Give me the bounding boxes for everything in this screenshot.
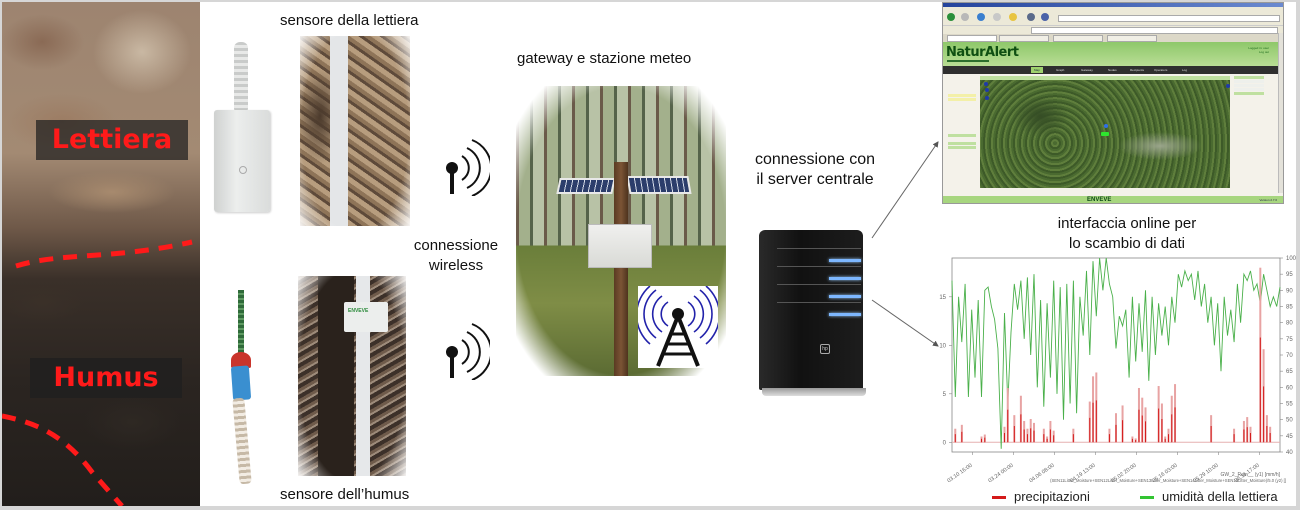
litter-sensor-caption: sensore della lettiera bbox=[280, 12, 419, 29]
enclosure-brand-label: ENVEVE bbox=[348, 308, 369, 314]
humus-probe-body bbox=[230, 365, 252, 401]
x-tick-label: 03.10 16:00 bbox=[946, 463, 973, 485]
litter-humus-boundary-line bbox=[15, 239, 193, 269]
online-interface-label: interfaccia online per lo scambio di dat… bbox=[1057, 215, 1197, 252]
litter-sensor-enclosure bbox=[214, 110, 270, 212]
y-right-tick-label: 65 bbox=[1286, 369, 1293, 375]
server-connection-label: connessione con il server centrale bbox=[754, 151, 876, 188]
humus-probe-tip bbox=[238, 290, 244, 356]
login-status: Logged in: user Log out bbox=[1248, 46, 1269, 54]
y-right-tick-label: 85 bbox=[1286, 305, 1293, 311]
map-marker-icon[interactable] bbox=[1104, 124, 1108, 128]
gateway-post bbox=[614, 162, 628, 376]
browser-toolbar bbox=[943, 11, 1283, 26]
map-marker-icon[interactable] bbox=[1226, 84, 1230, 88]
legend-label-moisture: umidità della lettiera bbox=[1162, 489, 1278, 504]
moisture-series-line bbox=[951, 257, 1281, 449]
app-footer: ENVEVE Version 2.7.0 bbox=[943, 196, 1283, 203]
humus-soil-boundary-line bbox=[2, 413, 124, 506]
y-right-tick-label: 95 bbox=[1286, 272, 1293, 278]
nav-map[interactable]: Map bbox=[1031, 67, 1043, 73]
radio-tower-icon bbox=[638, 286, 718, 368]
x-tick-label: 03.24 00:00 bbox=[987, 463, 1014, 485]
solar-panel-left bbox=[556, 178, 616, 194]
y-left-tick-label: 5 bbox=[943, 392, 947, 398]
y-right-tick-label: 80 bbox=[1286, 321, 1293, 327]
litter-layer-label: Lettiera bbox=[36, 120, 188, 160]
legend-swatch-rain bbox=[992, 496, 1006, 500]
y-right-tick-label: 55 bbox=[1286, 402, 1293, 408]
app-header: NaturAlert Logged in: user Log out bbox=[943, 42, 1283, 66]
y-left-tick-label: 0 bbox=[943, 440, 947, 446]
footer-logo: ENVEVE bbox=[1087, 197, 1112, 203]
map-marker-icon[interactable] bbox=[985, 88, 989, 92]
litter-sensor-photo bbox=[300, 36, 410, 226]
litter-sensor-conduit bbox=[234, 42, 248, 114]
nav-recipients[interactable]: Recipients bbox=[1130, 68, 1145, 72]
y-left-tick-label: 15 bbox=[939, 295, 946, 301]
wireless-antenna-icon bbox=[446, 323, 490, 380]
y-right-tick-label: 90 bbox=[1286, 288, 1293, 294]
soil-profile-photo: Lettiera Humus bbox=[2, 2, 200, 506]
y-right-tick-label: 60 bbox=[1286, 385, 1293, 391]
humus-sensor-enclosure: ENVEVE bbox=[344, 302, 388, 332]
version-label: Version 2.7.0 bbox=[1259, 198, 1277, 202]
legend-item-rain: precipitazioni bbox=[992, 489, 1090, 504]
wireless-connection-label: connessione wireless bbox=[413, 237, 499, 274]
nav-graph[interactable]: Graph bbox=[1056, 68, 1065, 72]
legend-label-rain: precipitazioni bbox=[1014, 489, 1090, 504]
nav-nodes[interactable]: Nodes bbox=[1108, 68, 1117, 72]
app-brand-logo: NaturAlert bbox=[946, 45, 1019, 60]
nav-operators[interactable]: Operators bbox=[1154, 68, 1168, 72]
browser-titlebar bbox=[943, 3, 1283, 7]
y-right-tick-label: 45 bbox=[1286, 434, 1293, 440]
y-left-tick-label: 10 bbox=[939, 343, 946, 349]
wireless-antenna-icon bbox=[446, 139, 490, 196]
arrow-icon bbox=[871, 141, 939, 239]
central-server-icon: hp bbox=[759, 230, 863, 390]
humus-probe-collar bbox=[231, 352, 251, 368]
browser-address-bar bbox=[943, 26, 1283, 34]
nav-gateway[interactable]: Gateway bbox=[1081, 68, 1093, 72]
y-right-tick-label: 40 bbox=[1286, 450, 1293, 456]
humus-layer-label: Humus bbox=[30, 358, 182, 398]
browser-tabs bbox=[943, 34, 1283, 42]
status-sidebar bbox=[948, 78, 976, 178]
gateway-caption: gateway e stazione meteo bbox=[517, 50, 692, 67]
map-marker-icon[interactable] bbox=[1101, 132, 1109, 136]
app-body bbox=[943, 74, 1283, 196]
web-interface-screenshot: NaturAlert Logged in: user Log out Map G… bbox=[942, 2, 1284, 204]
y-right-tick-label: 50 bbox=[1286, 418, 1293, 424]
solar-panel-right bbox=[626, 176, 692, 194]
legend-swatch-moisture bbox=[1140, 496, 1154, 500]
server-base bbox=[762, 388, 866, 396]
y-right-tick-label: 75 bbox=[1286, 337, 1293, 343]
app-nav: Map Graph Gateway Nodes Recipients Opera… bbox=[943, 66, 1283, 74]
soil-layer-boundaries bbox=[2, 239, 193, 506]
browser-scrollbar[interactable] bbox=[1278, 33, 1283, 193]
coordinates-panel bbox=[1234, 76, 1264, 96]
satellite-map[interactable] bbox=[980, 76, 1230, 188]
y-right-tick-label: 70 bbox=[1286, 353, 1293, 359]
map-marker-icon[interactable] bbox=[984, 82, 988, 86]
y-right-tick-label: 100 bbox=[1286, 256, 1296, 262]
chart-footer-line-1: GW_2_Rain__ (y1) [mm/h] bbox=[1221, 472, 1281, 478]
server-links bbox=[871, 141, 939, 347]
humus-sensor-caption: sensore dell’humus bbox=[280, 486, 410, 503]
arrow-icon bbox=[871, 299, 939, 347]
logout-link[interactable]: Log out bbox=[1258, 50, 1269, 54]
legend-item-moisture: umidità della lettiera bbox=[1140, 489, 1278, 504]
gateway-enclosure bbox=[588, 224, 652, 268]
browser-menubar bbox=[943, 7, 1283, 11]
rain-moisture-chart: 0 5 10 15 40 45 50 55 60 65 70 75 80 85 90 95 100 03.10 1… bbox=[939, 256, 1296, 485]
humus-probe-cable bbox=[232, 397, 252, 485]
nav-log[interactable]: Log bbox=[1182, 68, 1188, 72]
map-marker-icon[interactable] bbox=[985, 96, 989, 100]
chart-footer-line-2: (SEN11Litter_Moisture+SEN12Litter_Moistu… bbox=[1050, 478, 1286, 483]
